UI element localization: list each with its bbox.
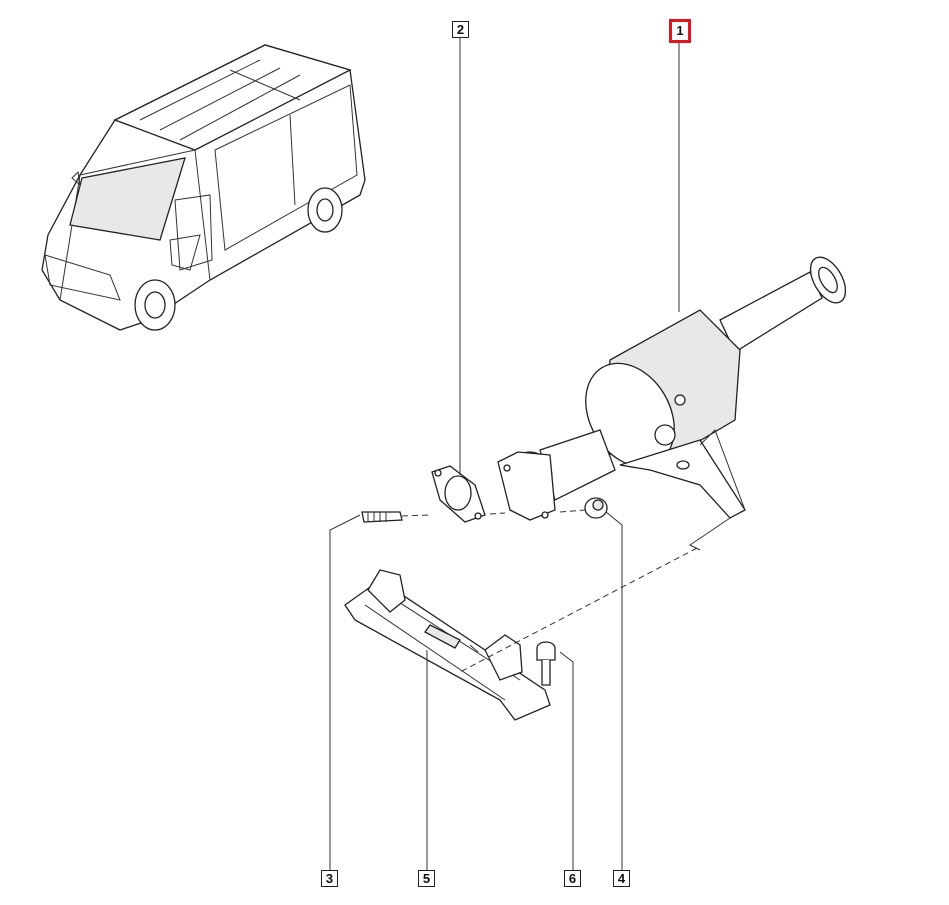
leader-line-6: [559, 651, 574, 871]
callout-label-2[interactable]: 2: [452, 21, 469, 38]
bolt-illustration: [536, 641, 556, 686]
bracket-illustration: [344, 569, 551, 721]
gasket-illustration: [431, 465, 486, 523]
assembly-line: [401, 509, 698, 673]
leader-line-4: [605, 511, 623, 871]
callout-label-1[interactable]: 1: [669, 19, 691, 43]
particulate-filter-illustration: [497, 256, 847, 551]
callout-label-4[interactable]: 4: [613, 870, 630, 887]
callout-label-3[interactable]: 3: [321, 870, 338, 887]
stud-illustration: [361, 511, 403, 523]
van-illustration: [41, 44, 366, 331]
nut-illustration: [584, 497, 608, 519]
leader-line-3: [329, 514, 361, 871]
callout-label-5[interactable]: 5: [418, 870, 435, 887]
callout-label-6[interactable]: 6: [564, 870, 581, 887]
